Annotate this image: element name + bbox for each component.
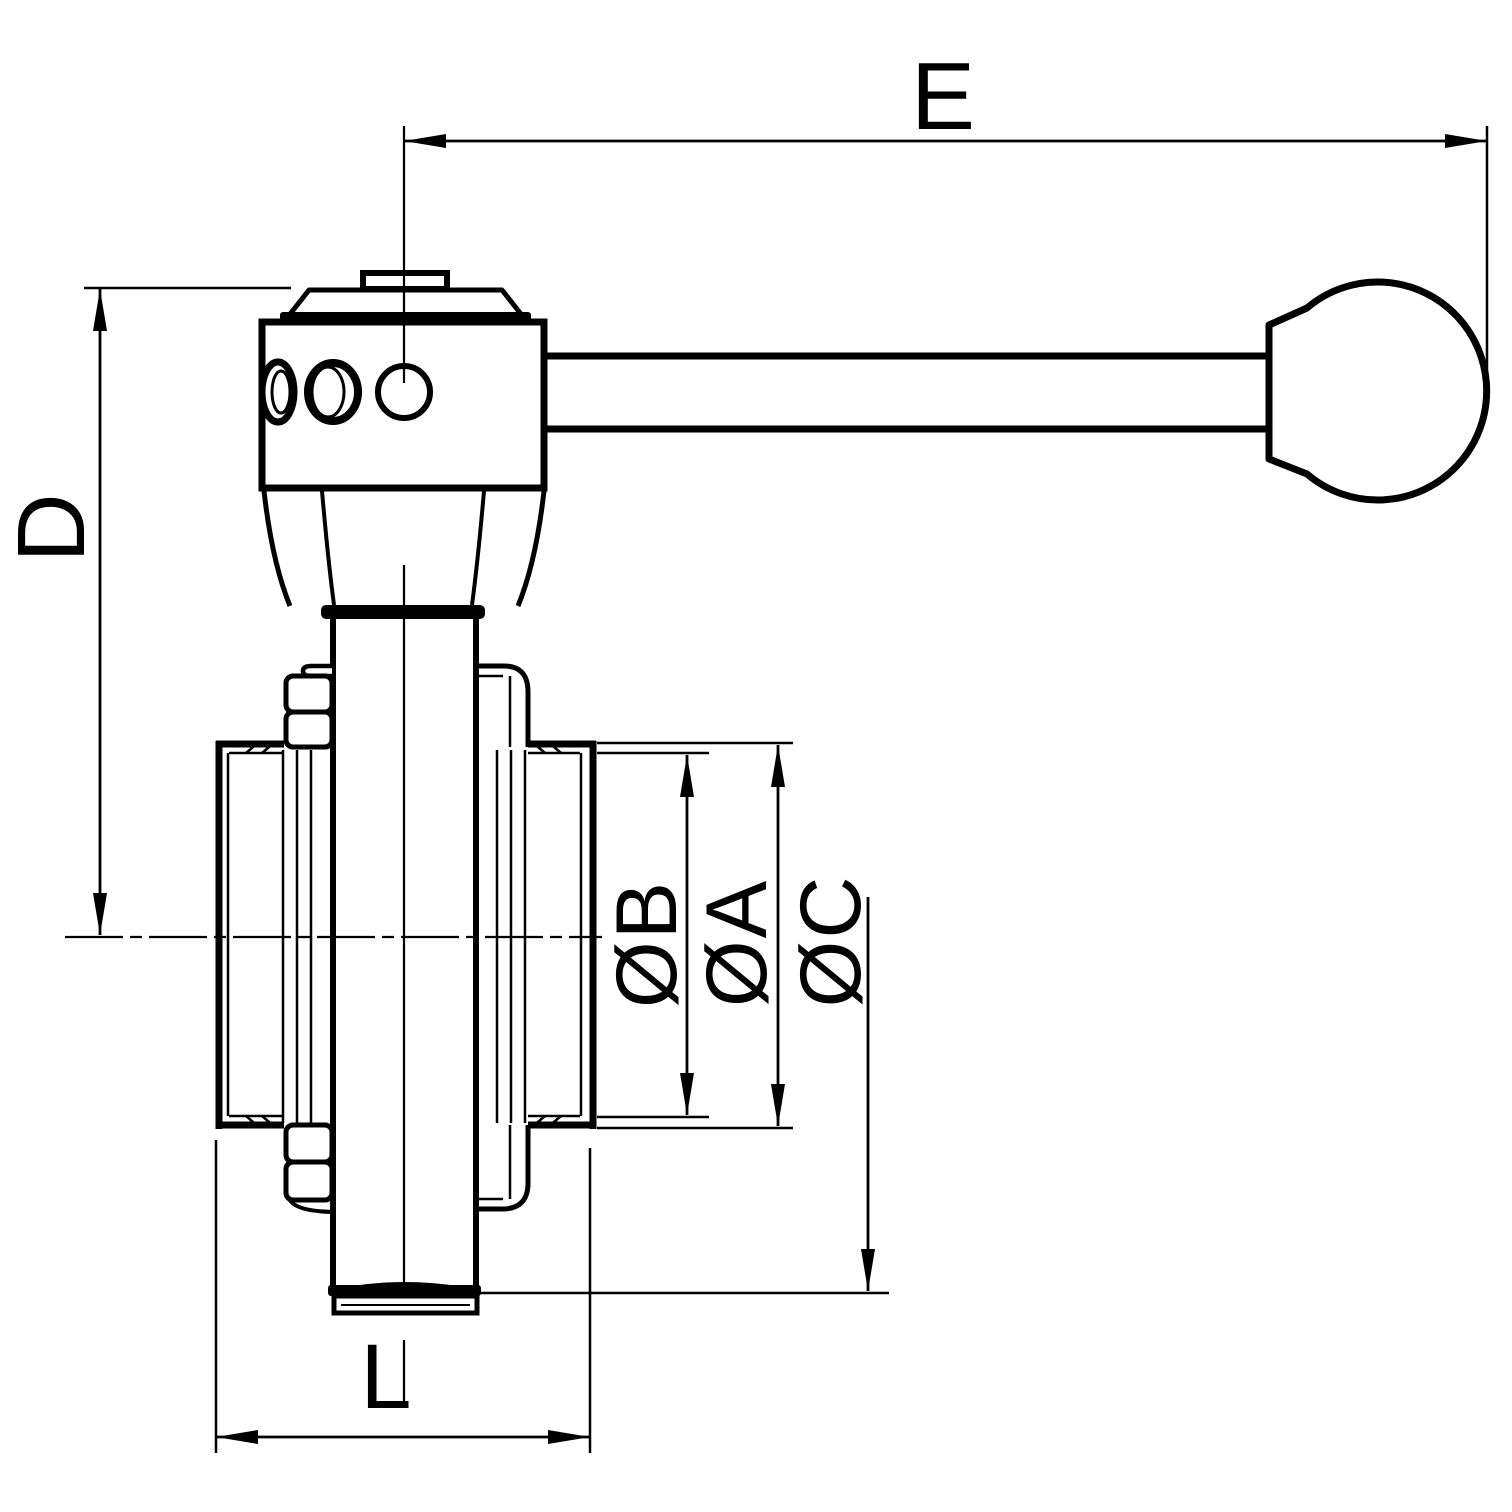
- dimension-diameter-b: [597, 751, 709, 1119]
- stem-bottom-band: [328, 1285, 481, 1296]
- dimension-diameter-a: [597, 741, 793, 1130]
- right-ferrule: [528, 740, 597, 1129]
- lower-left-foot: [287, 1197, 334, 1214]
- upper-left-nut-2: [283, 709, 335, 750]
- lower-right-clamp: [477, 1125, 531, 1212]
- left-ferrule: [215, 740, 284, 1129]
- dim-b-arrow-bottom: [680, 1073, 694, 1115]
- dim-label-l: L: [360, 1326, 414, 1428]
- dim-label-e: E: [910, 43, 978, 150]
- skirt-right-outer: [515, 490, 547, 607]
- dim-e-arrow-left: [404, 134, 446, 148]
- head-hole-left-inner: [270, 369, 292, 415]
- left-ferrule-chamfer-marks: [245, 741, 276, 1128]
- dimension-d: [84, 286, 291, 935]
- skirt-left-inner: [320, 490, 336, 606]
- dim-a-arrow-bottom: [771, 1084, 785, 1126]
- dim-d-arrow-top: [93, 289, 107, 331]
- dim-l-arrow-left: [216, 1430, 258, 1444]
- lower-left-nut-2: [283, 1159, 335, 1203]
- dim-l-arrow-right: [548, 1430, 590, 1444]
- dimension-l: [214, 1140, 592, 1453]
- dim-d-arrow-bottom: [93, 893, 107, 935]
- head-hole-left: [258, 358, 298, 426]
- handle-ball: [1265, 278, 1491, 504]
- upper-right-clamp: [477, 663, 531, 747]
- dim-c-arrow-bottom: [861, 1249, 875, 1291]
- head-hole-middle: [304, 359, 362, 425]
- right-ferrule-chamfer-marks: [531, 741, 562, 1128]
- valve-body: [215, 618, 597, 1316]
- dim-label-diameter-c: ØC: [783, 874, 879, 1008]
- dim-b-arrow-top: [680, 755, 694, 797]
- dimension-diameter-c: [477, 897, 889, 1295]
- dim-e-arrow-right: [1445, 134, 1487, 148]
- dim-label-d: D: [0, 491, 105, 563]
- upper-left-nut-1: [283, 673, 335, 715]
- dim-label-diameter-a: ØA: [689, 878, 785, 1008]
- dim-a-arrow-top: [771, 745, 785, 787]
- skirt-right-inner: [470, 490, 486, 606]
- head-hole-middle-inner: [310, 365, 346, 419]
- centerlines: [65, 126, 602, 1408]
- skirt-left-outer: [261, 490, 293, 607]
- handle-lever: [540, 278, 1491, 504]
- dimension-e: [404, 126, 1489, 392]
- dim-label-diameter-b: ØB: [599, 879, 695, 1009]
- lower-left-nut-1: [283, 1122, 335, 1165]
